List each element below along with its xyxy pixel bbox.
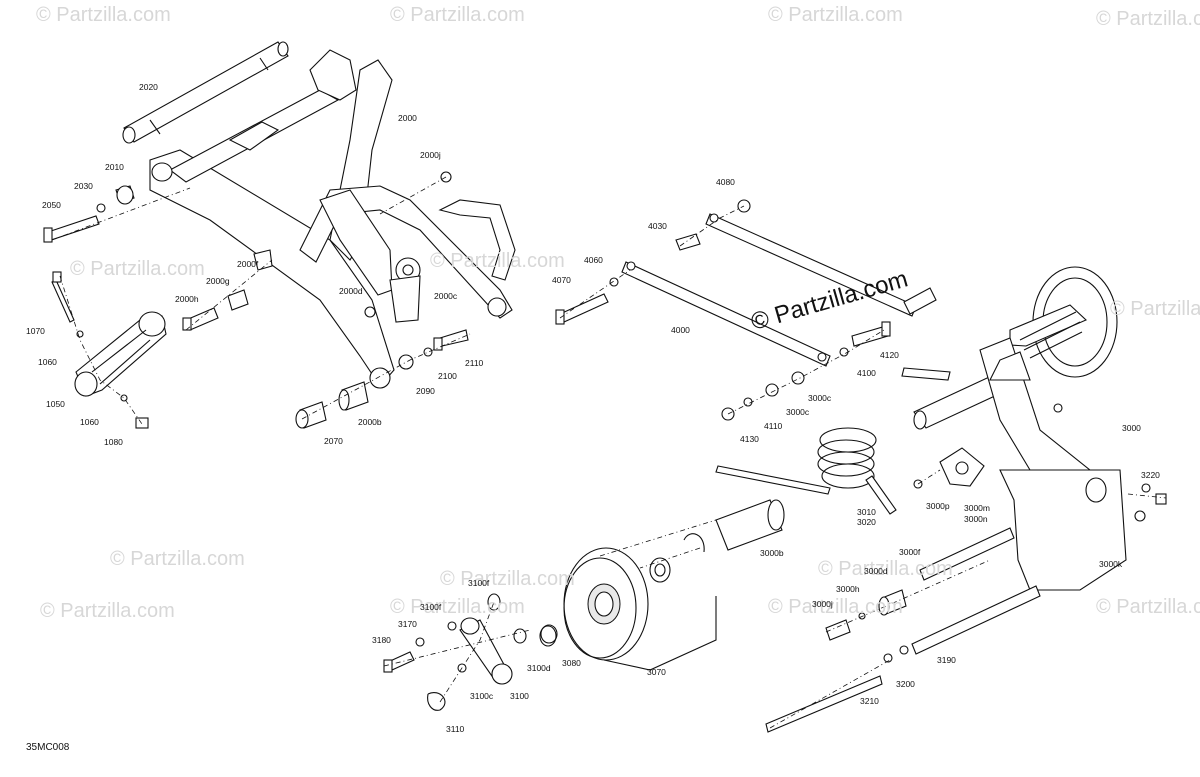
callout-2100: 2100 (438, 371, 457, 381)
callout-4070: 4070 (552, 275, 571, 285)
callout-4130: 4130 (740, 434, 759, 444)
callout-3000b: 3000b (760, 548, 784, 558)
links-4000 (555, 199, 937, 421)
callout-2020: 2020 (139, 82, 158, 92)
callout-3210: 3210 (860, 696, 879, 706)
callout-4080: 4080 (716, 177, 735, 187)
callout-3220: 3220 (1141, 470, 1160, 480)
callout-3000f: 3000f (899, 547, 921, 557)
callout-2000j: 2000j (420, 150, 441, 160)
watermark: © Partzilla.com (430, 250, 565, 272)
callout-1080: 1080 (104, 437, 123, 447)
watermark: © Partzilla.com (440, 568, 575, 590)
wheel-3070 (539, 547, 717, 671)
callout-2000f: 2000f (237, 259, 259, 269)
spring-3010 (715, 427, 897, 515)
watermark: © Partzilla.com (818, 558, 953, 580)
assembly-lines (51, 176, 1167, 729)
watermark: © Partzilla.com (1110, 298, 1200, 320)
callout-3000c-1: 3000c (808, 393, 832, 403)
callout-3170: 3170 (398, 619, 417, 629)
callout-2000b: 2000b (358, 417, 382, 427)
callout-3100f-1: 3100f (468, 578, 490, 588)
callout-3100f-2: 3100f (420, 602, 442, 612)
callout-3000m: 3000m (964, 503, 990, 513)
callout-3180: 3180 (372, 635, 391, 645)
callout-2000c: 2000c (434, 291, 458, 301)
callout-2010: 2010 (105, 162, 124, 172)
callout-3190: 3190 (937, 655, 956, 665)
callout-4120: 4120 (880, 350, 899, 360)
callout-4110: 4110 (764, 421, 783, 431)
callout-3100d: 3100d (527, 663, 551, 673)
sleeve-3000b (683, 499, 785, 553)
callout-4000: 4000 (671, 325, 690, 335)
callout-4060: 4060 (584, 255, 603, 265)
callout-2000: 2000 (398, 113, 417, 123)
callout-3000p: 3000p (926, 501, 950, 511)
arm-2000 (149, 49, 516, 389)
shaft-2020 (122, 41, 289, 144)
callout-1050: 1050 (46, 399, 65, 409)
callout-3000h: 3000h (836, 584, 860, 594)
callout-3080: 3080 (562, 658, 581, 668)
callout-2070: 2070 (324, 436, 343, 446)
watermark: © Partzilla.com (768, 596, 903, 618)
callout-3100: 3100 (510, 691, 529, 701)
callout-2050: 2050 (42, 200, 61, 210)
callout-3020: 3020 (857, 517, 876, 527)
arm-3000 (901, 266, 1167, 591)
hardware-left (43, 171, 469, 429)
callout-4030: 4030 (648, 221, 667, 231)
callout-3000d: 3000d (864, 566, 888, 576)
callout-3110: 3110 (446, 724, 465, 734)
diagram-code: 35MC008 (26, 742, 70, 753)
callout-2000h: 2000h (175, 294, 199, 304)
link-1050 (51, 271, 167, 429)
watermark: © Partzilla.com (390, 596, 525, 618)
watermark: © Partzilla.com (390, 4, 525, 26)
watermark: © Partzilla.com (768, 4, 903, 26)
callout-3000k: 3000k (1099, 559, 1123, 569)
callout-3000n: 3000n (964, 514, 988, 524)
callout-3000j: 3000j (812, 599, 833, 609)
watermark: © Partzilla.com (1096, 596, 1200, 618)
callout-1060-bottom: 1060 (80, 417, 99, 427)
pins-right (765, 527, 1041, 733)
callout-3070: 3070 (647, 667, 666, 677)
watermark: © Partzilla.com (36, 4, 171, 26)
callout-2030: 2030 (74, 181, 93, 191)
callout-3100c: 3100c (470, 691, 494, 701)
callout-1070: 1070 (26, 326, 45, 336)
callout-2000d: 2000d (339, 286, 363, 296)
callout-3000: 3000 (1122, 423, 1141, 433)
callout-2090: 2090 (416, 386, 435, 396)
watermark: © Partzilla.com (110, 548, 245, 570)
watermark: © Partzilla.com (1096, 8, 1200, 30)
callout-3200: 3200 (896, 679, 915, 689)
block-3000m (913, 447, 985, 489)
callout-2000g: 2000g (206, 276, 230, 286)
callout-1060-top: 1060 (38, 357, 57, 367)
callout-4100: 4100 (857, 368, 876, 378)
watermark: © Partzilla.com (70, 258, 205, 280)
callout-3000c-2: 3000c (786, 407, 810, 417)
watermark: © Partzilla.com (40, 600, 175, 622)
callout-3010: 3010 (857, 507, 876, 517)
arm-3100 (383, 593, 558, 711)
callout-2110: 2110 (465, 358, 484, 368)
